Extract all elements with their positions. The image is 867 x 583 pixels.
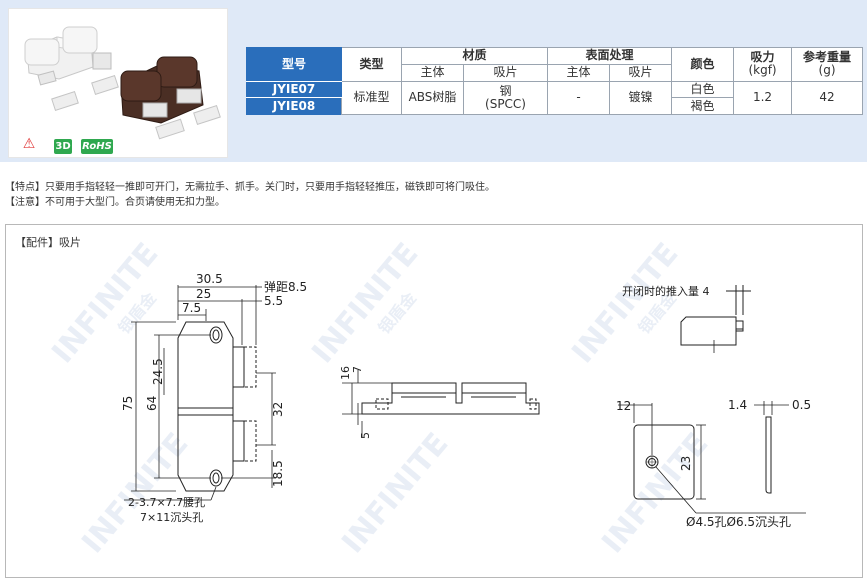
latch-front-view [177, 321, 257, 492]
header-type: 类型 [341, 47, 402, 82]
svg-text:25: 25 [196, 287, 211, 301]
subheader-body-surface: 主体 [547, 63, 611, 82]
subheader-body-material: 主体 [401, 63, 464, 82]
caution-note: 【注意】不可用于大型门。合页请使用无扣力型。 [5, 197, 225, 208]
subheader-plate-surface: 吸片 [609, 63, 673, 82]
svg-text:5.5: 5.5 [264, 294, 283, 308]
svg-text:7: 7 [351, 366, 364, 373]
push-amount-view [680, 285, 751, 353]
body-material-cell: ABS树脂 [401, 80, 464, 115]
svg-text:2-3.7×7.7腰孔: 2-3.7×7.7腰孔 [128, 496, 205, 509]
technical-drawing-frame: INFINITE INFINITE INFINITE INFINITE INFI… [5, 224, 863, 578]
svg-text:12: 12 [616, 399, 631, 413]
dimension-labels: 30.5 25 7.5 弹距8.5 5.5 75 64 24.5 32 18.5… [121, 272, 811, 529]
feature-note: 【特点】只要用手指轻轻一推即可开门，无需拉手、抓手。关门时，只要用手指轻轻推压，… [5, 182, 495, 193]
plate-surface-cell: 镀镍 [609, 80, 673, 115]
body-surface-cell: - [547, 80, 611, 115]
svg-text:INFINITE: INFINITE [595, 426, 715, 560]
color-cell: 褐色 [671, 97, 735, 115]
strike-plate-front-view [618, 403, 806, 514]
rohs-badge: RoHS [81, 139, 113, 154]
svg-text:75: 75 [121, 396, 135, 411]
svg-text:7×11沉头孔: 7×11沉头孔 [140, 511, 203, 524]
color-cell: 白色 [671, 80, 735, 99]
strike-plate-side-view [754, 401, 789, 494]
svg-text:32: 32 [271, 402, 285, 417]
svg-text:5: 5 [359, 432, 372, 439]
header-surface: 表面处理 [547, 47, 673, 65]
weight-cell: 42 [791, 80, 864, 115]
subheader-plate-material: 吸片 [462, 63, 549, 82]
type-cell: 标准型 [341, 80, 402, 115]
force-cell: 1.2 [733, 80, 793, 115]
svg-text:INFINITE: INFINITE [335, 426, 455, 560]
header-material: 材质 [400, 47, 549, 65]
svg-text:开闭时的推入量 4: 开闭时的推入量 4 [622, 284, 710, 298]
model-cell: JYIE08 [246, 97, 342, 115]
front-view-dimensions [124, 285, 276, 501]
svg-text:16: 16 [339, 366, 352, 380]
3d-badge[interactable]: 3D [54, 139, 72, 154]
svg-text:7.5: 7.5 [182, 301, 201, 315]
svg-text:24.5: 24.5 [151, 358, 165, 385]
model-cell: JYIE07 [246, 80, 342, 99]
svg-text:23: 23 [679, 456, 693, 471]
header-color: 颜色 [671, 47, 735, 82]
svg-text:30.5: 30.5 [196, 272, 223, 286]
drawing-frame-title: 【配件】吸片 [15, 236, 81, 249]
product-photo: ⚠ 3D RoHS [8, 8, 228, 158]
svg-text:弹距8.5: 弹距8.5 [264, 280, 307, 294]
brown-latch-image [120, 56, 221, 140]
side-view-dimensions [342, 370, 392, 437]
latch-side-view [361, 382, 540, 415]
header-force: 吸力(kgf) [733, 47, 793, 82]
svg-text:64: 64 [145, 396, 159, 411]
svg-text:Ø4.5孔Ø6.5沉头孔: Ø4.5孔Ø6.5沉头孔 [686, 515, 791, 529]
svg-text:1.4: 1.4 [728, 398, 747, 412]
technical-drawing: INFINITE INFINITE INFINITE INFINITE INFI… [45, 236, 811, 560]
header-model: 型号 [246, 47, 342, 82]
white-latch-image [24, 26, 119, 112]
spec-table: 型号 类型 材质 表面处理 颜色 吸力(kgf) 参考重量(g) 主体 吸片 主… [246, 47, 864, 115]
plate-material-cell: 钢(SPCC) [462, 80, 549, 115]
svg-text:INFINITE: INFINITE [75, 426, 195, 560]
svg-text:18.5: 18.5 [271, 460, 285, 487]
svg-text:0.5: 0.5 [792, 398, 811, 412]
warning-triangle-icon: ⚠ [22, 136, 36, 152]
header-weight: 参考重量(g) [791, 47, 864, 82]
